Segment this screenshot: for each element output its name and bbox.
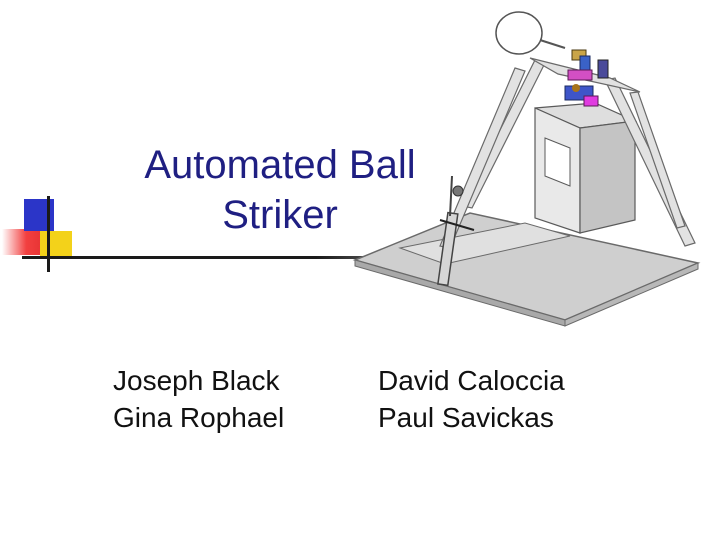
title-line-1: Automated Ball: [144, 143, 416, 187]
motor-blue-upper: [579, 55, 591, 71]
frame-beam-right-rear: [629, 91, 686, 229]
ball-tether: [539, 39, 566, 49]
base-plate-side: [564, 262, 699, 327]
motor-magenta: [567, 69, 593, 81]
motor-dark: [597, 59, 609, 79]
author-name: Joseph Black: [113, 365, 280, 396]
bearing: [572, 84, 580, 92]
decor-yellow-block: [40, 231, 72, 259]
author-name: Paul Savickas: [378, 402, 554, 433]
striker-crossbar: [439, 219, 475, 231]
striker-rod: [449, 175, 453, 217]
ball-striker-machine-illustration: [352, 11, 701, 327]
actuator-pink: [583, 95, 599, 107]
authors-left-column: Joseph Black Gina Rophael: [113, 362, 284, 436]
decor-vertical-rule: [47, 196, 50, 272]
decor-red-block: [2, 229, 46, 255]
decor-horizontal-rule: [22, 256, 442, 259]
author-name: David Caloccia: [378, 365, 565, 396]
gear-block: [571, 49, 587, 61]
authors-right-column: David Caloccia Paul Savickas: [378, 362, 565, 436]
title-line-2: Striker: [222, 193, 338, 237]
author-name: Gina Rophael: [113, 402, 285, 433]
tower-window: [544, 137, 571, 187]
striker-ball: [452, 185, 464, 197]
striker-arm: [437, 211, 459, 287]
slide-title: Automated Ball Striker: [110, 140, 450, 240]
suspended-ball: [495, 11, 543, 55]
tower-side: [579, 120, 636, 234]
